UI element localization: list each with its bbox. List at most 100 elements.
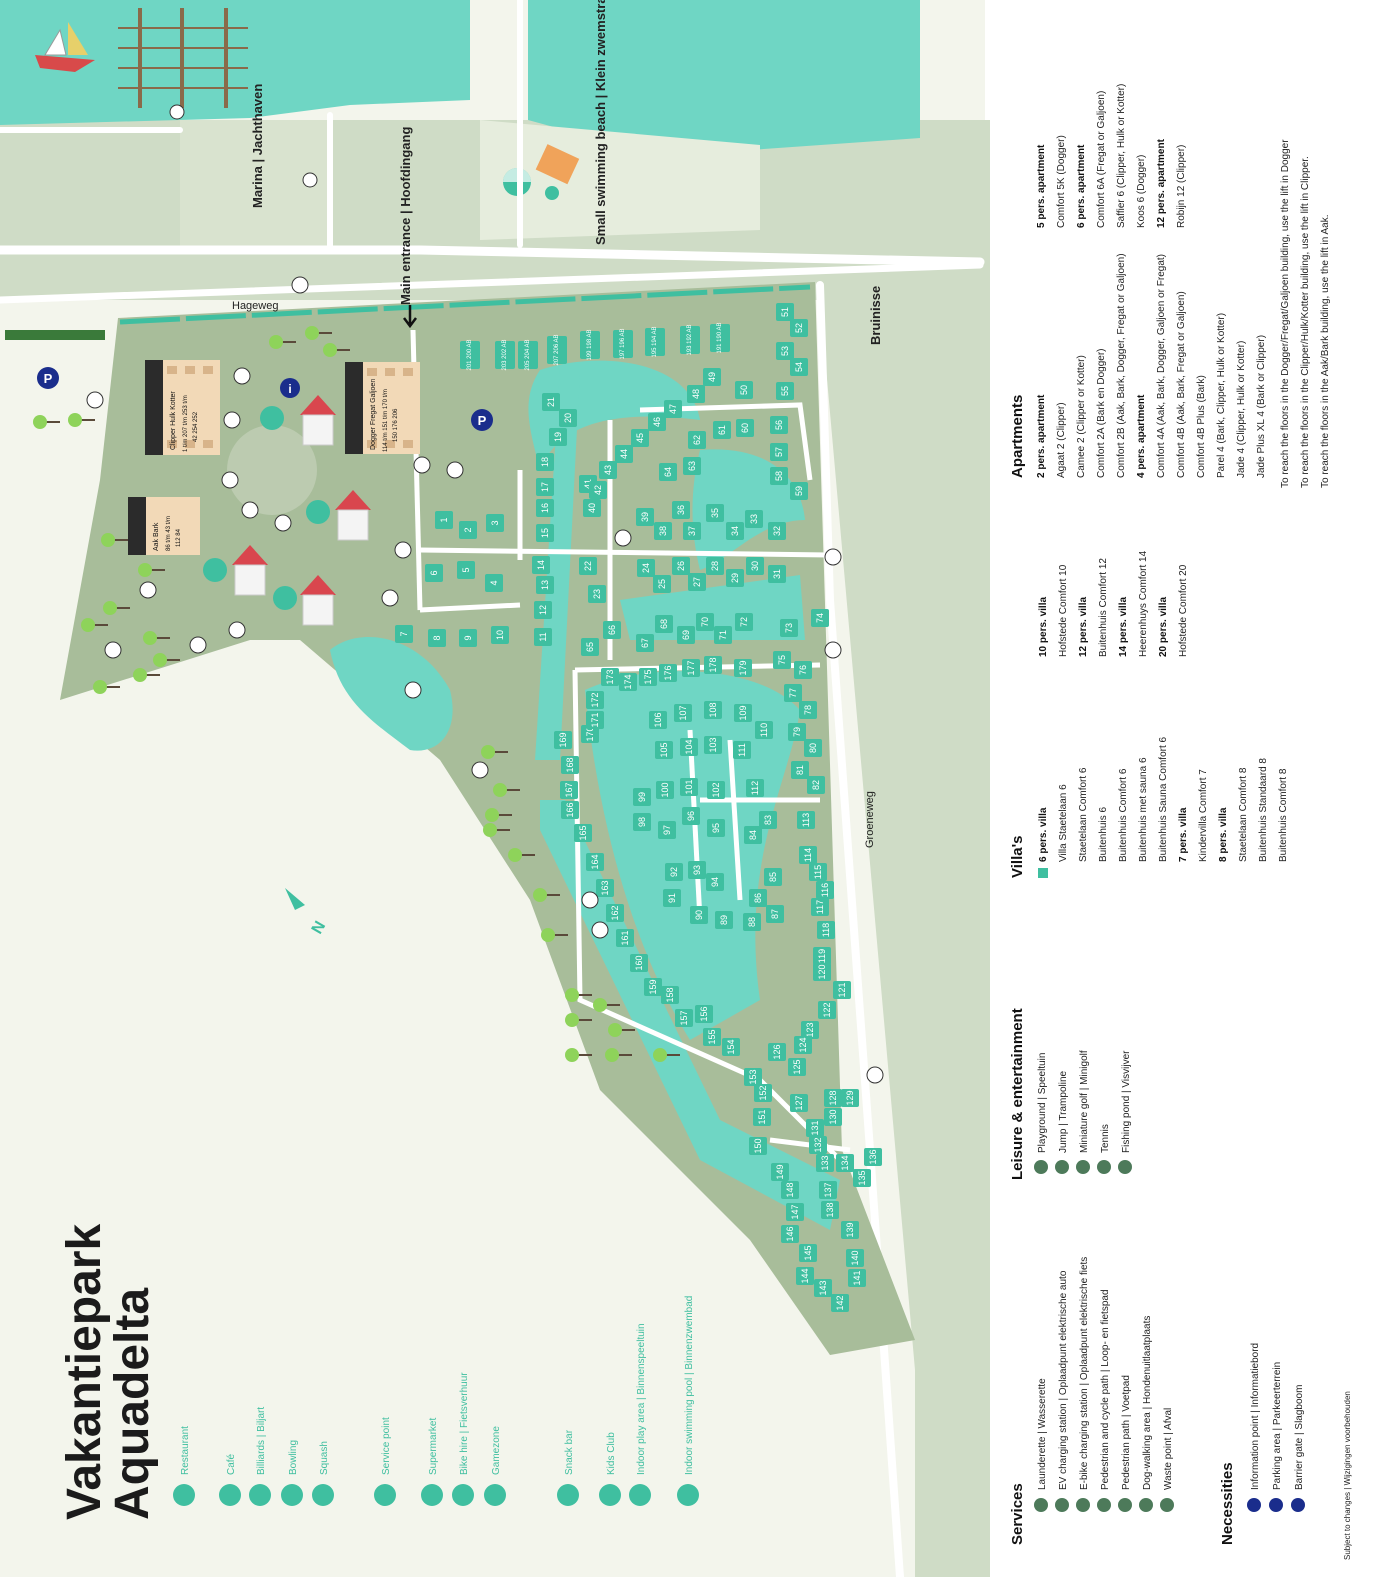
lot-number: 104	[684, 739, 694, 754]
bike-hire-icon	[452, 1484, 474, 1506]
lot: 63	[683, 457, 701, 475]
lot: 176	[659, 664, 677, 682]
facility-legend-label: Gamezone	[491, 1426, 502, 1475]
lot-number: 17	[540, 482, 550, 492]
lot: 72	[735, 613, 753, 631]
tree-icon	[608, 1023, 635, 1037]
lot-number: 178	[708, 657, 718, 672]
lot-number: 79	[792, 727, 802, 737]
lot: 69	[677, 626, 695, 644]
lot: 143	[814, 1279, 832, 1297]
villa-item: Staetelaan Comfort 6	[1078, 767, 1089, 862]
lot: 78	[799, 701, 817, 719]
lot: 91	[663, 889, 681, 907]
lot-number: 55	[780, 386, 790, 396]
lot-number: 15	[540, 528, 550, 538]
lot-number: 95	[711, 823, 721, 833]
lot: 114	[799, 846, 817, 864]
lot-number: 122	[822, 1002, 832, 1017]
facility-legend-item: Kids Club	[599, 1432, 621, 1506]
lot: 74	[811, 609, 829, 627]
lot-number: 6	[429, 570, 439, 575]
apartment-item: Agaat 2 (Clipper)	[1056, 402, 1067, 478]
lot: 123	[801, 1021, 819, 1039]
lot-number: 191 190 AB	[717, 322, 723, 353]
lot-number: 22	[583, 561, 593, 571]
lot: 129	[841, 1089, 859, 1107]
lot: 145	[799, 1244, 817, 1262]
lot-number: 123	[805, 1022, 815, 1037]
lot-number: 176	[663, 665, 673, 680]
lot: 95	[707, 819, 725, 837]
lot: 1	[435, 511, 453, 529]
lot-number: 117	[815, 900, 825, 914]
lot: 138	[821, 1201, 839, 1219]
leisure-item: Fishing pond | Visvijver	[1121, 1050, 1132, 1153]
lot: 161	[616, 929, 634, 947]
lot: 142	[831, 1294, 849, 1312]
lot-number: 98	[637, 817, 647, 827]
lot-number: 52	[794, 323, 804, 333]
lot-number: 54	[794, 362, 804, 372]
lot-number: 80	[808, 743, 818, 753]
lot: 15	[536, 524, 554, 542]
facility-legend-item: Squash	[312, 1441, 334, 1506]
lot-number: 33	[749, 514, 759, 524]
waste-point-icon	[866, 1066, 884, 1084]
villa-marker-icon	[1038, 868, 1048, 878]
lot-number: 75	[777, 655, 787, 665]
leisure-icon	[1118, 1160, 1132, 1174]
lot: 201 200 AB	[460, 339, 480, 371]
lot: 178	[704, 656, 722, 674]
lot-number: 136	[868, 1149, 878, 1164]
lot: 113	[797, 811, 815, 829]
lot: 38	[654, 522, 672, 540]
lot-number: 12	[538, 605, 548, 615]
building-names: Dogger Fregat Galjoen	[370, 379, 377, 450]
service-item: Dog-walking area | Hondenuitlaatplaats	[1142, 1316, 1153, 1490]
sailboat-icon	[35, 22, 95, 72]
service-icon	[1097, 1498, 1111, 1512]
lot-number: 161	[620, 930, 630, 945]
information-icon	[280, 378, 300, 398]
lot: 28	[706, 557, 724, 575]
apartment-item: 4 pers. apartment	[1136, 394, 1147, 478]
lot: 23	[588, 585, 606, 603]
lot-number: 116	[820, 883, 830, 897]
lot-number: 86	[753, 893, 763, 903]
service-icon	[1160, 1498, 1174, 1512]
lot-number: 138	[825, 1202, 835, 1217]
lot: 153	[744, 1068, 762, 1086]
lot: 134	[836, 1154, 854, 1172]
leisure-icon	[1055, 1160, 1069, 1174]
apartment-building-aak: Aak Bark 86 t/m 43 t/m 112 84	[128, 497, 200, 555]
trees-layer	[33, 326, 680, 1062]
kids-club-icon	[260, 406, 284, 430]
lot-number: 50	[739, 385, 749, 395]
north-arrow-icon	[285, 888, 305, 910]
lot: 11	[534, 628, 552, 646]
apartment-note: To reach the floors in the Clipper/Hulk/…	[1300, 156, 1311, 488]
lot: 102	[707, 781, 725, 799]
svg-text:P: P	[44, 371, 53, 386]
fishing-pond-icon	[404, 681, 422, 699]
villa-item: 7 pers. villa	[1178, 807, 1189, 862]
lot: 12	[534, 601, 552, 619]
building-row: 112 84	[176, 528, 182, 547]
lot: 92	[665, 863, 683, 881]
lot: 62	[688, 431, 706, 449]
lot-number: 62	[692, 435, 702, 445]
lot-number: 168	[565, 757, 575, 772]
lot-number: 87	[770, 909, 780, 919]
lot-number: 205 204 AB	[525, 339, 531, 370]
facility-legend-item: Billiards | Biljart	[249, 1407, 271, 1506]
pedestrian-icon	[139, 581, 157, 599]
lot: 99	[633, 788, 651, 806]
lot: 111	[733, 741, 751, 759]
lot: 101	[680, 778, 698, 796]
lot: 47	[664, 400, 682, 418]
waste-point-icon	[381, 589, 399, 607]
lot: 9	[459, 629, 477, 647]
